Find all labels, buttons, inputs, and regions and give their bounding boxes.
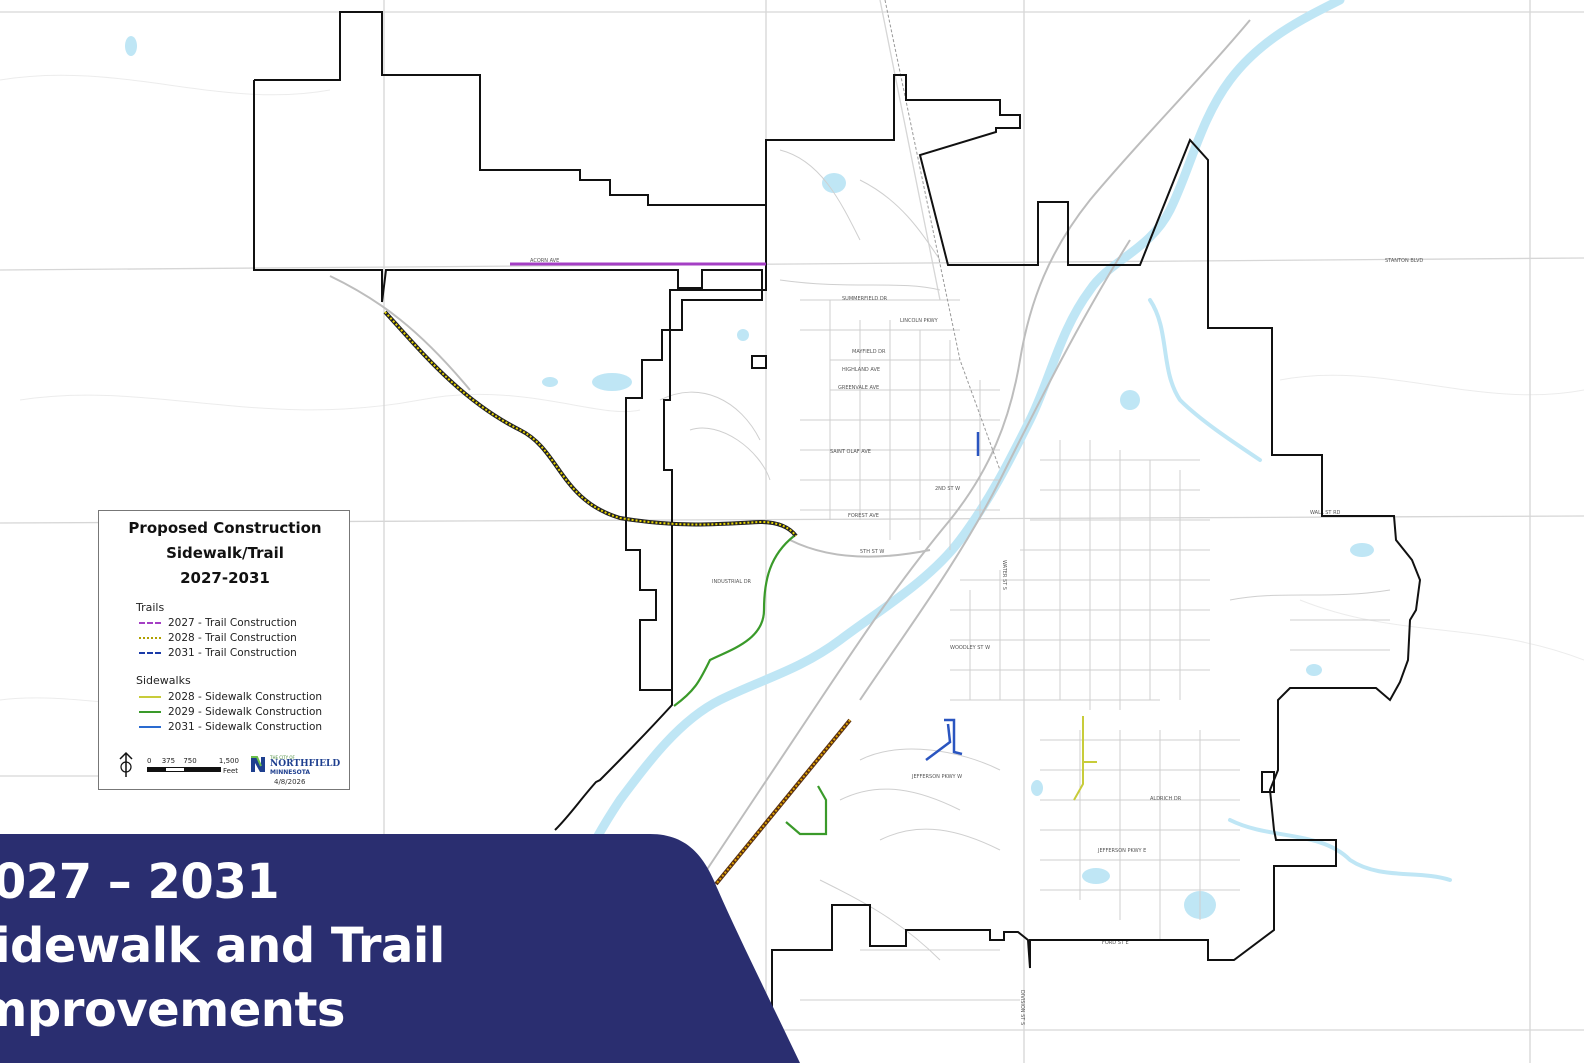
legend-year: 2029 bbox=[168, 706, 195, 718]
legend-swatch bbox=[139, 711, 161, 713]
road-label: ALDRICH DR bbox=[1150, 796, 1182, 802]
road-label: SUMMERFIELD DR bbox=[842, 296, 888, 302]
road-label: FORD ST E bbox=[1102, 940, 1129, 946]
city-streets bbox=[659, 149, 1391, 1001]
road-label: DIVISION ST S bbox=[1019, 990, 1025, 1025]
highways bbox=[329, 19, 1251, 881]
banner-years: 2027 – 2031 bbox=[0, 854, 280, 910]
scale-tick: 1,500 bbox=[218, 757, 239, 765]
legend-year: 2028 bbox=[168, 632, 195, 644]
scale-unit: Feet bbox=[223, 767, 239, 775]
road-label: WOODLEY ST W bbox=[950, 645, 990, 651]
road-label: SAINT OLAF AVE bbox=[830, 449, 871, 455]
legend-swatch bbox=[139, 622, 161, 624]
legend-year: 2031 bbox=[168, 721, 195, 733]
legend-desc: - Sidewalk Construction bbox=[198, 721, 323, 733]
legend-sidewalk-2029: 2029 - Sidewalk Construction bbox=[139, 705, 322, 719]
road-labels: ACORN AVE 5TH ST W INDUSTRIAL DR JEFFERS… bbox=[530, 258, 1423, 1025]
road-label: HIGHLAND AVE bbox=[842, 367, 880, 373]
road-label: JEFFERSON PKWY W bbox=[911, 774, 962, 780]
title-banner-shape bbox=[0, 834, 800, 1063]
legend-sidewalks-heading: Sidewalks bbox=[136, 674, 191, 687]
road-label: WATER ST S bbox=[1001, 560, 1007, 590]
terrain-contours bbox=[0, 74, 1584, 708]
legend-years: 2027-2031 bbox=[180, 569, 270, 587]
banner-subtitle: Improvements bbox=[0, 982, 345, 1038]
legend-trail-2028: 2028 - Trail Construction bbox=[139, 631, 297, 645]
north-arrow-icon bbox=[119, 751, 133, 777]
legend-desc: - Trail Construction bbox=[198, 647, 297, 659]
legend-year: 2031 bbox=[168, 647, 195, 659]
legend-desc: - Trail Construction bbox=[198, 617, 297, 629]
banner-title: Sidewalk and Trail bbox=[0, 918, 445, 974]
legend-trail-2027: 2027 - Trail Construction bbox=[139, 616, 297, 630]
legend-year: 2028 bbox=[168, 691, 195, 703]
sidewalk-2031 bbox=[925, 432, 980, 761]
road-label: 5TH ST W bbox=[860, 549, 884, 555]
city-boundary bbox=[253, 74, 1422, 1063]
road-label: GREENVALE AVE bbox=[838, 385, 879, 391]
legend-swatch bbox=[139, 726, 161, 728]
logo-prefix: THE CITY OF bbox=[270, 755, 295, 760]
trail-2028 bbox=[383, 310, 852, 886]
legend-title: Proposed Construction bbox=[128, 519, 322, 537]
scale-tick: 375 bbox=[161, 757, 176, 765]
city-boundary-south bbox=[554, 690, 673, 831]
road-label: STANTON BLVD bbox=[1385, 258, 1423, 264]
logo-city: NORTHFIELD bbox=[270, 759, 341, 769]
logo-state: MINNESOTA bbox=[270, 769, 311, 776]
legend-year: 2027 bbox=[168, 617, 195, 629]
legend-sidewalk-2031: 2031 - Sidewalk Construction bbox=[139, 720, 322, 734]
sidewalk-2029 bbox=[673, 535, 828, 836]
scale-tick: 750 bbox=[183, 757, 197, 765]
road-label: WALL ST RD bbox=[1310, 510, 1341, 516]
scale-bar-graphic bbox=[147, 767, 221, 772]
railway bbox=[884, 0, 1001, 471]
legend-trail-2031: 2031 - Trail Construction bbox=[139, 646, 297, 660]
legend-swatch bbox=[139, 696, 161, 698]
city-boundary-west bbox=[254, 11, 766, 206]
map-legend: Proposed Construction Sidewalk/Trail 202… bbox=[98, 510, 350, 790]
road-label: LINCOLN PKWY bbox=[900, 318, 939, 324]
legend-desc: - Sidewalk Construction bbox=[198, 691, 323, 703]
legend-swatch bbox=[139, 637, 161, 639]
title-banner: 2027 – 2031 Sidewalk and Trail Improveme… bbox=[0, 834, 800, 1063]
northfield-n-logo-icon bbox=[251, 756, 265, 772]
legend-desc: - Trail Construction bbox=[198, 632, 297, 644]
legend-desc: - Sidewalk Construction bbox=[198, 706, 323, 718]
road-label: ACORN AVE bbox=[530, 258, 559, 264]
legend-trails-heading: Trails bbox=[136, 601, 165, 614]
road-label: FOREST AVE bbox=[848, 513, 879, 519]
road-label: MAYFIELD DR bbox=[852, 349, 886, 355]
road-label: 2ND ST W bbox=[935, 486, 960, 492]
road-label: INDUSTRIAL DR bbox=[712, 579, 752, 585]
map-date: 4/8/2026 bbox=[274, 778, 306, 786]
legend-sidewalk-2028: 2028 - Sidewalk Construction bbox=[139, 690, 322, 704]
legend-swatch bbox=[139, 652, 161, 654]
sidewalk-2028 bbox=[1073, 716, 1097, 801]
legend-subtitle: Sidewalk/Trail bbox=[166, 544, 284, 562]
boundary-island bbox=[751, 355, 1275, 793]
scale-tick: 0 bbox=[147, 757, 152, 765]
scale-bar: 0 375 750 1,500 Feet bbox=[147, 757, 239, 775]
road-label: JEFFERSON PKWY E bbox=[1097, 848, 1146, 854]
